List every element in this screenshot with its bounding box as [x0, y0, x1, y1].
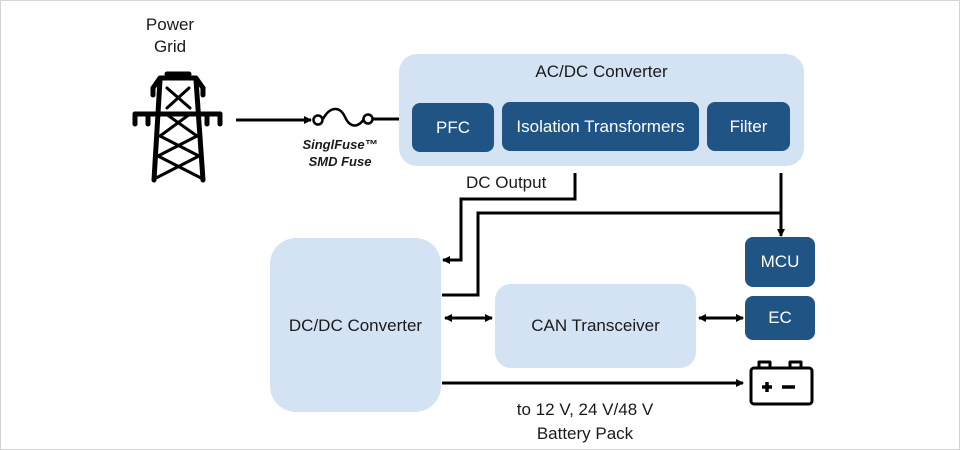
pfc-block: PFC	[412, 103, 494, 152]
dc-output-label: DC Output	[466, 173, 547, 192]
filter-block: Filter	[707, 102, 790, 151]
ac-dc-converter-title: AC/DC Converter	[535, 62, 668, 81]
fuse-label-line1: SinglFuse™	[302, 137, 378, 152]
dcdc-to-mcu-line	[442, 211, 781, 297]
fuse-label: SinglFuse™ SMD Fuse	[290, 136, 390, 170]
transmission-tower-icon	[132, 71, 223, 183]
battery-label-line1: to 12 V, 24 V/48 V	[516, 400, 654, 419]
power-grid-label: Power Grid	[130, 14, 210, 58]
ec-block: EC	[745, 296, 815, 340]
isolation-transformers-block: Isolation Transformers	[502, 102, 699, 151]
mcu-block: MCU	[745, 237, 815, 287]
fuse-label-line2: SMD Fuse	[308, 154, 372, 169]
battery-label-line2: Battery Pack	[536, 424, 634, 443]
power-grid-label-line1: Power	[145, 15, 195, 34]
power-grid-label-line2: Grid	[153, 37, 187, 56]
can-transceiver-label: CAN Transceiver	[531, 316, 660, 335]
battery-label: to 12 V, 24 V/48 V Battery Pack	[480, 398, 690, 446]
dc-dc-converter-label: DC/DC Converter	[288, 316, 423, 335]
dc-output-arrow	[442, 173, 577, 264]
dc-dc-converter-block	[270, 238, 441, 412]
can-transceiver-block	[495, 284, 696, 368]
battery-icon	[749, 360, 814, 406]
fuse-icon	[312, 107, 374, 127]
